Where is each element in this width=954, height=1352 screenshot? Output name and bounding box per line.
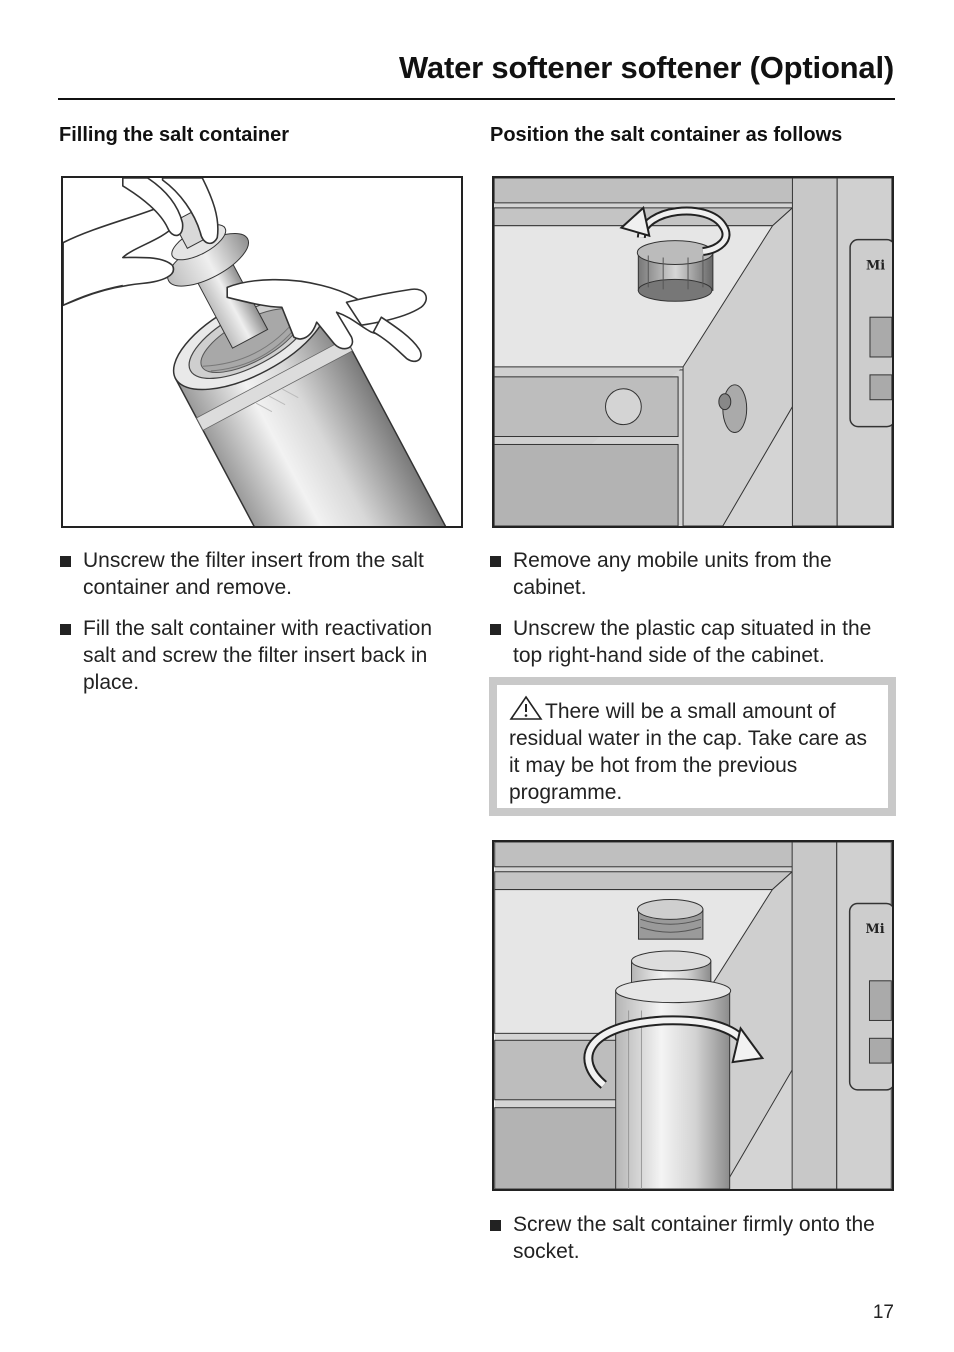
warning-content: There will be a small amount of residual… <box>497 685 888 808</box>
title-rule <box>58 98 895 100</box>
page-number: 17 <box>872 1302 894 1323</box>
cabinet-cap-figure: Mi <box>492 176 894 528</box>
warning-box: There will be a small amount of residual… <box>489 677 896 816</box>
bullet-square-icon <box>490 556 501 567</box>
list-item: Unscrew the filter insert from the salt … <box>59 547 469 601</box>
left-bullet-list: Unscrew the filter insert from the salt … <box>59 547 469 710</box>
right-bullet-list: Remove any mobile units from the cabinet… <box>489 547 899 683</box>
cabinet-cap-unscrew-illustration: Mi <box>494 178 892 526</box>
bullet-square-icon <box>60 556 71 567</box>
bullet-square-icon <box>490 624 501 635</box>
salt-container-screw-on-illustration: Mi <box>494 842 892 1189</box>
list-item: Remove any mobile units from the cabinet… <box>489 547 899 601</box>
list-item: Fill the salt container with reactivatio… <box>59 615 469 696</box>
bullet-square-icon <box>60 624 71 635</box>
warning-text: There will be a small amount of residual… <box>509 700 867 804</box>
warning-triangle-icon <box>509 695 543 720</box>
right-heading: Position the salt container as follows <box>490 124 843 146</box>
hands-unscrewing-filter-illustration <box>63 178 461 526</box>
final-bullet-list: Screw the salt container firmly onto the… <box>489 1211 899 1279</box>
list-item: Screw the salt container firmly onto the… <box>489 1211 899 1265</box>
list-item: Unscrew the plastic cap situated in the … <box>489 615 899 669</box>
left-heading: Filling the salt container <box>59 124 290 146</box>
screw-on-figure: Mi <box>492 840 894 1191</box>
brand-mark: Mi <box>866 922 885 937</box>
bullet-square-icon <box>490 1220 501 1231</box>
page-title: Water softener softener (Optional) <box>399 50 894 85</box>
brand-mark: Mi <box>866 258 885 273</box>
filter-figure <box>61 176 463 528</box>
